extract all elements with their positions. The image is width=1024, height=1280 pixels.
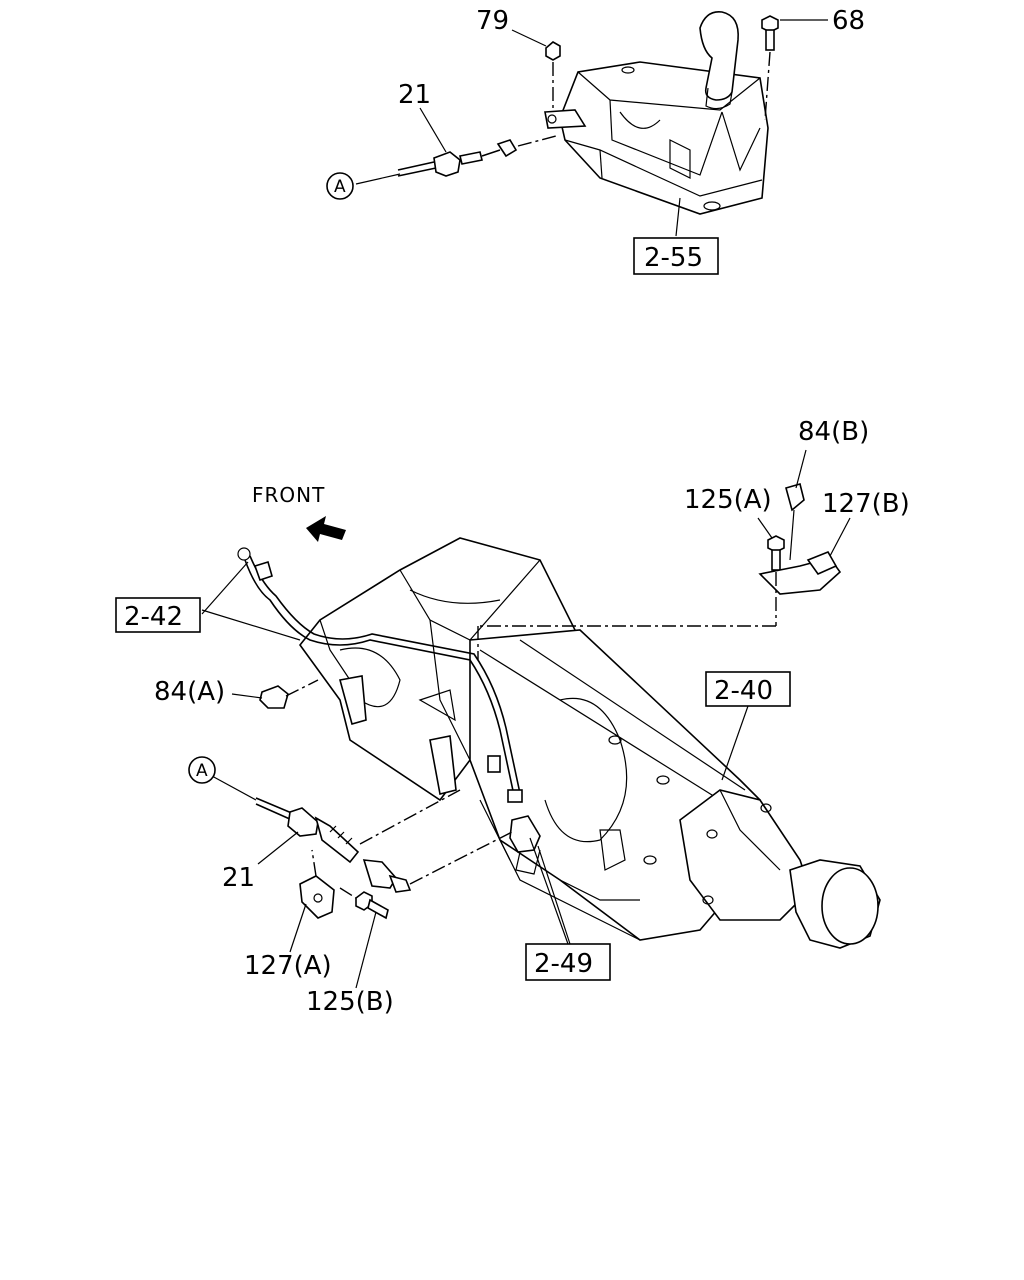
shift-cable-top (397, 135, 557, 177)
svg-text:2-42: 2-42 (124, 602, 183, 632)
ref-box-2-42[interactable]: 2-42 (115, 597, 201, 633)
front-direction-label: FRONT (252, 483, 325, 507)
bracket-127a (299, 849, 335, 919)
svg-text:A: A (196, 761, 208, 781)
bolt-125b (339, 887, 389, 920)
ref-box-2-40[interactable]: 2-40 (705, 671, 791, 707)
callout-127a: 127(A) (244, 951, 332, 981)
svg-text:2-49: 2-49 (534, 949, 593, 979)
connector-a-top: A (326, 172, 354, 200)
ref-box-2-49[interactable]: 2-49 (525, 943, 611, 981)
ref-box-2-55[interactable]: 2-55 (633, 237, 719, 275)
callout-68: 68 (832, 6, 865, 36)
connector-a-bottom: A (188, 756, 216, 784)
shift-cable-bottom (255, 789, 513, 893)
callout-21-bottom: 21 (222, 863, 255, 893)
callout-84a: 84(A) (154, 677, 225, 707)
callout-84b: 84(B) (798, 417, 869, 447)
clip-84a (259, 679, 319, 709)
upper-bracket-group (477, 483, 842, 660)
shift-lever-assembly (397, 11, 779, 215)
svg-text:2-55: 2-55 (644, 243, 703, 273)
callout-21-top: 21 (398, 80, 431, 110)
front-arrow-icon (306, 516, 346, 542)
svg-text:A: A (334, 177, 346, 197)
callout-125a: 125(A) (684, 485, 772, 515)
callout-127b: 127(B) (822, 489, 910, 519)
callout-79: 79 (476, 6, 509, 36)
callout-125b: 125(B) (306, 987, 394, 1017)
svg-text:2-40: 2-40 (714, 676, 773, 706)
transmission-assembly (237, 537, 881, 949)
